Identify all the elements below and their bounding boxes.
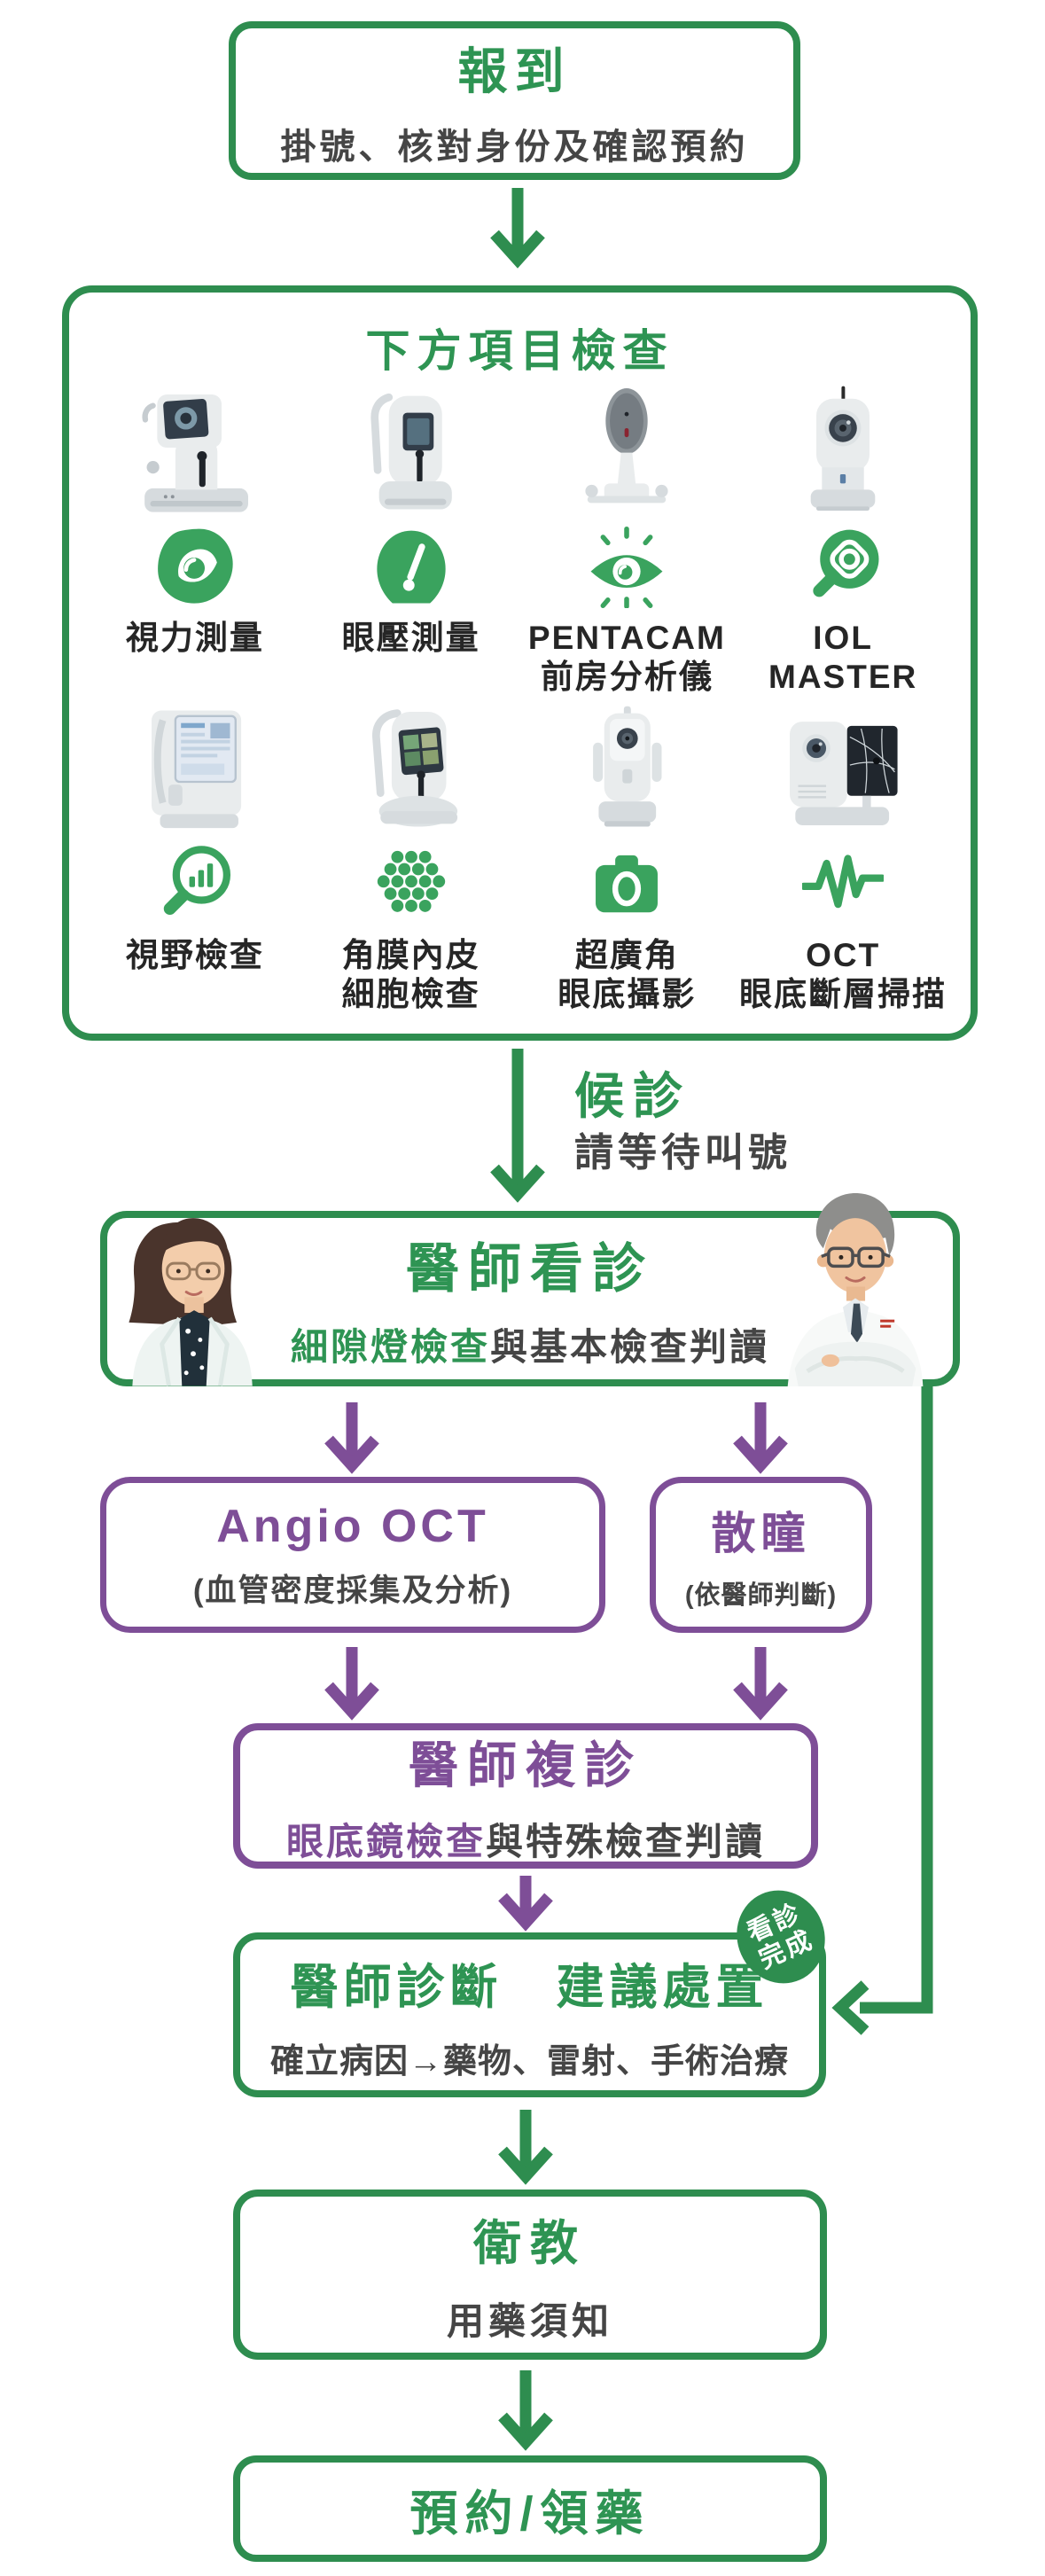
dilation-title: 散瞳 — [711, 1509, 811, 1558]
fundus-illustration — [550, 702, 703, 835]
flow-arrow-purple — [324, 1402, 379, 1474]
recheck-title: 醫師複診 — [409, 1737, 643, 1793]
gauge-icon — [370, 527, 452, 608]
tonometer-illustration — [335, 385, 487, 518]
checkin-subtitle: 掛號、核對身份及確認預約 — [280, 128, 749, 167]
doctor-photo-right — [760, 1186, 950, 1386]
flow-arrow-purple — [733, 1647, 788, 1721]
exam-label: 視野檢查 — [125, 937, 264, 973]
autorefractor-illustration — [119, 385, 271, 518]
recheck-subtitle: 眼底鏡檢查與特殊檢查判讀 — [285, 1821, 766, 1862]
diagnosis-title: 醫師診斷 建議處置 — [290, 1961, 769, 2014]
doctor-visit-title: 醫師看診 — [406, 1239, 654, 1299]
bypass-connector-arrow — [831, 1386, 933, 2035]
magnifier-eye-icon — [802, 527, 884, 608]
pharmacy-box: 預約/領藥 — [233, 2455, 827, 2562]
education-box: 衛教 用藥須知 — [233, 2190, 827, 2360]
exam-label: 超廣角眼底攝影 — [558, 937, 697, 1013]
octmachine-illustration — [767, 702, 919, 835]
eye-icon — [154, 527, 236, 608]
flow-arrow-green — [498, 2370, 553, 2451]
angio-oct-title: Angio OCT — [216, 1500, 489, 1552]
exam-items-title: 下方項目檢查 — [365, 326, 675, 376]
exam-item-4: IOL MASTER — [735, 385, 951, 698]
diagnosis-box: 醫師診斷 建議處置 確立病因→藥物、雷射、手術治療 — [233, 1932, 826, 2097]
pentacam-illustration — [550, 385, 703, 518]
angio-oct-box: Angio OCT (血管密度採集及分析) — [100, 1477, 605, 1633]
flow-arrow-green — [490, 1049, 545, 1203]
education-title: 衛教 — [473, 2217, 587, 2270]
exam-item-2: 眼壓測量 — [303, 385, 519, 698]
waiting-subtitle: 請等待叫號 — [574, 1131, 792, 1175]
eye-rays-icon — [586, 527, 667, 608]
diagnosis-subtitle: 確立病因→藥物、雷射、手術治療 — [269, 2043, 789, 2080]
specular-illustration — [335, 702, 487, 835]
cells-icon — [370, 844, 452, 925]
exam-item-1: 視力測量 — [87, 385, 303, 698]
flow-arrow-purple — [498, 1876, 553, 1932]
exam-item-5: 視野檢查 — [87, 702, 303, 1015]
education-subtitle: 用藥須知 — [446, 2300, 613, 2342]
flow-arrow-green — [498, 2110, 553, 2185]
dilation-box: 散瞳 (依醫師判斷) — [650, 1477, 872, 1633]
dilation-subtitle: (依醫師判斷) — [684, 1581, 838, 1610]
recheck-box: 醫師複診 眼底鏡檢查與特殊檢查判讀 — [233, 1723, 818, 1869]
angio-oct-subtitle: (血管密度採集及分析) — [192, 1573, 513, 1608]
exam-label: 視力測量 — [125, 620, 264, 656]
exam-label: 角膜內皮細胞檢查 — [341, 937, 480, 1013]
waveform-icon — [802, 844, 884, 925]
flow-arrow-purple — [324, 1647, 379, 1721]
camera-icon — [586, 844, 667, 925]
checkin-box: 報到 掛號、核對身份及確認預約 — [229, 21, 800, 180]
exam-label: 眼壓測量 — [341, 620, 480, 656]
pharmacy-title: 預約/領藥 — [409, 2486, 651, 2541]
exam-label: IOL MASTER — [768, 620, 918, 696]
doctor-photo-left — [103, 1198, 285, 1386]
flow-arrow-purple — [733, 1402, 788, 1474]
checkin-title: 報到 — [457, 43, 572, 99]
waiting-title: 候診 — [574, 1068, 691, 1124]
flow-arrow-green — [490, 188, 545, 269]
iolmaster-illustration — [767, 385, 919, 518]
doctor-visit-subtitle: 細隙燈檢查與基本檢查判讀 — [290, 1326, 770, 1368]
exam-item-6: 角膜內皮細胞檢查 — [303, 702, 519, 1015]
magnifier-chart-icon — [154, 844, 236, 925]
perimeter-illustration — [119, 702, 271, 835]
exam-item-7: 超廣角眼底攝影 — [519, 702, 736, 1015]
